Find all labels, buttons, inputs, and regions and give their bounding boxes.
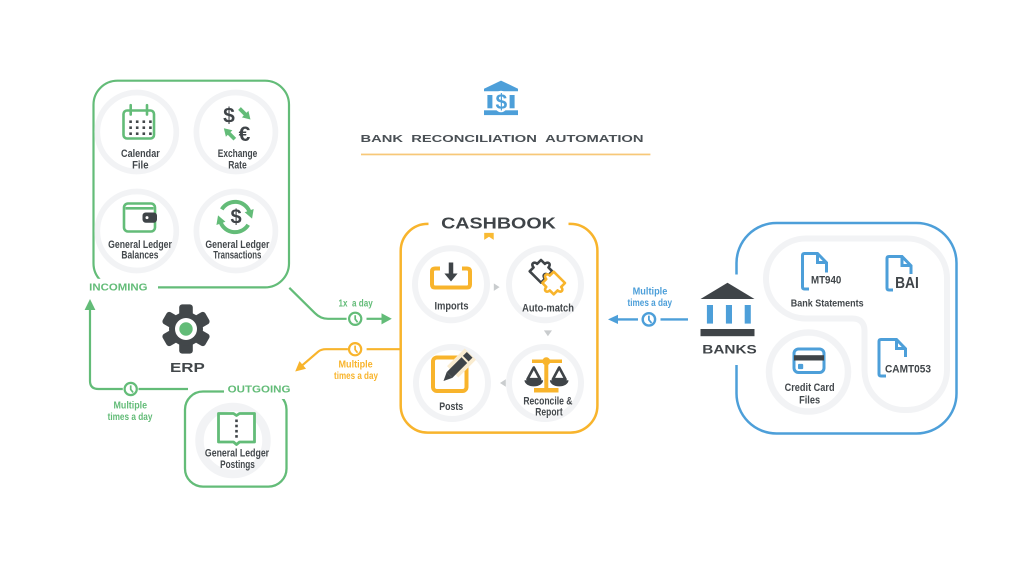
svg-text:Exchange: Exchange <box>218 148 258 160</box>
svg-text:Files: Files <box>799 395 820 407</box>
svg-text:BANKS: BANKS <box>702 345 757 357</box>
svg-text:General Ledger: General Ledger <box>205 448 270 460</box>
svg-text:File: File <box>132 159 148 171</box>
svg-text:times a day: times a day <box>108 411 153 423</box>
svg-text:€: € <box>239 123 251 146</box>
svg-text:$: $ <box>230 207 241 229</box>
svg-text:CAMT053: CAMT053 <box>885 364 931 376</box>
svg-text:Multiple: Multiple <box>633 286 668 298</box>
svg-text:$: $ <box>495 91 507 114</box>
svg-text:Calendar: Calendar <box>121 148 160 160</box>
svg-text:Multiple: Multiple <box>114 399 148 411</box>
svg-text:General Ledger: General Ledger <box>205 239 270 251</box>
svg-text:Imports: Imports <box>435 301 469 313</box>
svg-text:ERP: ERP <box>170 360 205 375</box>
svg-text:BANK RECONCILIATION AUTOMATI: BANK RECONCILIATION AUTOMATION <box>361 133 644 145</box>
svg-text:$: $ <box>223 104 235 127</box>
svg-text:Multiple: Multiple <box>339 359 373 371</box>
svg-text:Credit Card: Credit Card <box>785 382 835 394</box>
svg-text:General Ledger: General Ledger <box>108 239 172 251</box>
svg-text:times a day: times a day <box>334 370 378 382</box>
svg-text:Posts: Posts <box>439 401 463 413</box>
svg-text:CASHBOOK: CASHBOOK <box>441 216 556 233</box>
svg-text:Balances: Balances <box>121 250 158 262</box>
svg-text:Transactions: Transactions <box>213 250 261 262</box>
svg-text:Auto-match: Auto-match <box>522 303 574 315</box>
svg-text:MT940: MT940 <box>811 275 841 287</box>
svg-text:Rate: Rate <box>228 159 247 171</box>
svg-text:Reconcile &: Reconcile & <box>523 396 572 408</box>
svg-text:BAI: BAI <box>895 275 919 292</box>
svg-text:Report: Report <box>535 406 563 418</box>
svg-text:Bank Statements: Bank Statements <box>791 298 864 310</box>
svg-text:times a day: times a day <box>628 297 673 309</box>
svg-text:1x a day: 1x a day <box>339 298 373 310</box>
svg-text:Postings: Postings <box>220 459 255 471</box>
svg-text:OUTGOING: OUTGOING <box>228 383 291 395</box>
svg-text:INCOMING: INCOMING <box>89 282 147 294</box>
